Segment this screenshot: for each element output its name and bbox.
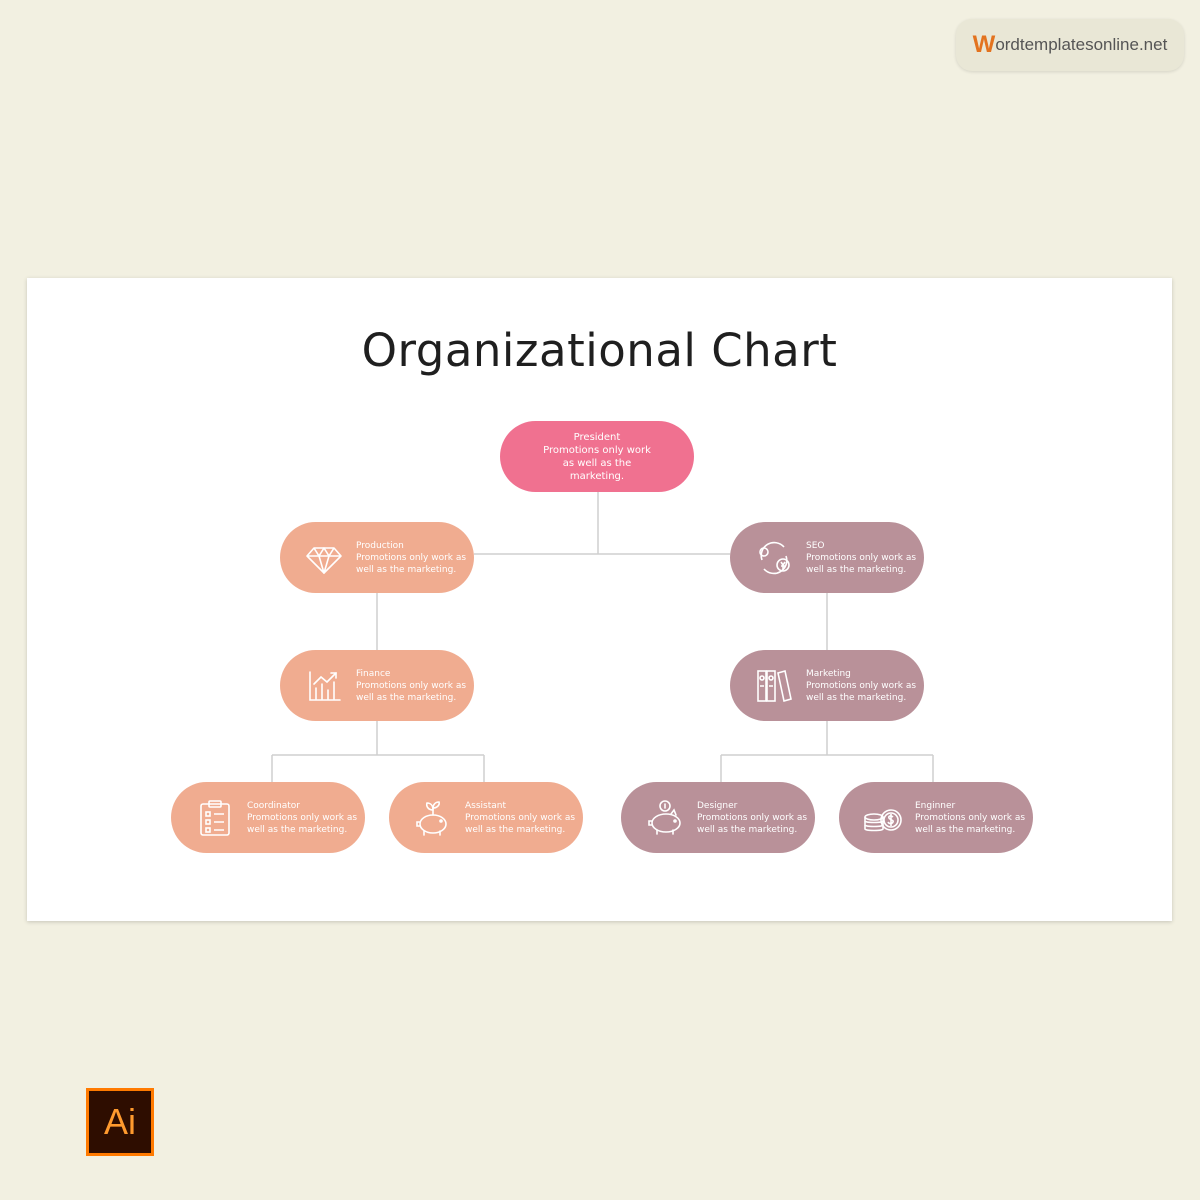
coins-icon: [864, 808, 902, 831]
node-text: Assistant Promotions only work as well a…: [465, 800, 577, 836]
node-title: Enginner: [915, 800, 956, 811]
node-text: Production Promotions only work as well …: [356, 540, 468, 576]
node-description: Promotions only work as well as the mark…: [356, 552, 467, 575]
node-description: Promotions only work as well as the mark…: [806, 680, 917, 703]
node-title: Coordinator: [247, 800, 301, 811]
refresh-coin-icon: [759, 541, 790, 574]
node-title: Designer: [697, 800, 738, 811]
binders-icon: [757, 669, 792, 702]
node-text: Designer Promotions only work as well as…: [697, 800, 809, 836]
node-description: Promotions only work as well as the mark…: [915, 812, 1026, 835]
clipboard-icon: [200, 799, 230, 836]
node-title: SEO: [806, 540, 825, 551]
node-text: SEO Promotions only work as well as the …: [806, 540, 918, 576]
node-engineer[interactable]: Enginner Promotions only work as well as…: [839, 782, 1033, 853]
node-description: Promotions only work as well as the mark…: [543, 444, 651, 482]
growth-chart-icon: [309, 670, 341, 701]
badge-label: Ai: [103, 1101, 136, 1142]
node-text: Marketing Promotions only work as well a…: [806, 668, 918, 704]
node-production[interactable]: Production Promotions only work as well …: [280, 522, 474, 593]
node-title: Finance: [356, 668, 391, 679]
node-text: Coordinator Promotions only work as well…: [247, 800, 359, 836]
piggy-bank-icon: [648, 799, 681, 835]
node-title: Production: [356, 540, 404, 551]
node-text: President Promotions only work as well a…: [537, 431, 657, 483]
node-assistant[interactable]: Assistant Promotions only work as well a…: [389, 782, 583, 853]
org-chart-card: Organizational Chart President Promotion…: [27, 278, 1172, 921]
node-title: Assistant: [465, 800, 507, 811]
node-coordinator[interactable]: Coordinator Promotions only work as well…: [171, 782, 365, 853]
diamond-icon: [306, 546, 342, 574]
node-description: Promotions only work as well as the mark…: [465, 812, 576, 835]
node-description: Promotions only work as well as the mark…: [697, 812, 808, 835]
piggy-plant-icon: [416, 800, 447, 836]
connector-lines: [271, 492, 934, 782]
illustrator-badge: Ai: [86, 1088, 154, 1156]
node-title: Marketing: [806, 668, 851, 679]
node-marketing[interactable]: Marketing Promotions only work as well a…: [730, 650, 924, 721]
node-finance[interactable]: Finance Promotions only work as well as …: [280, 650, 474, 721]
node-description: Promotions only work as well as the mark…: [806, 552, 917, 575]
node-seo[interactable]: SEO Promotions only work as well as the …: [730, 522, 924, 593]
node-text: Enginner Promotions only work as well as…: [915, 800, 1027, 836]
node-title: President: [573, 431, 621, 443]
brand-initial: W: [972, 31, 996, 58]
node-description: Promotions only work as well as the mark…: [247, 812, 358, 835]
node-text: Finance Promotions only work as well as …: [356, 668, 468, 704]
node-description: Promotions only work as well as the mark…: [356, 680, 467, 703]
node-designer[interactable]: Designer Promotions only work as well as…: [621, 782, 815, 853]
brand-text: ordtemplatesonline.net: [995, 35, 1168, 54]
chart-title: Organizational Chart: [361, 324, 838, 377]
node-president[interactable]: President Promotions only work as well a…: [500, 421, 694, 492]
